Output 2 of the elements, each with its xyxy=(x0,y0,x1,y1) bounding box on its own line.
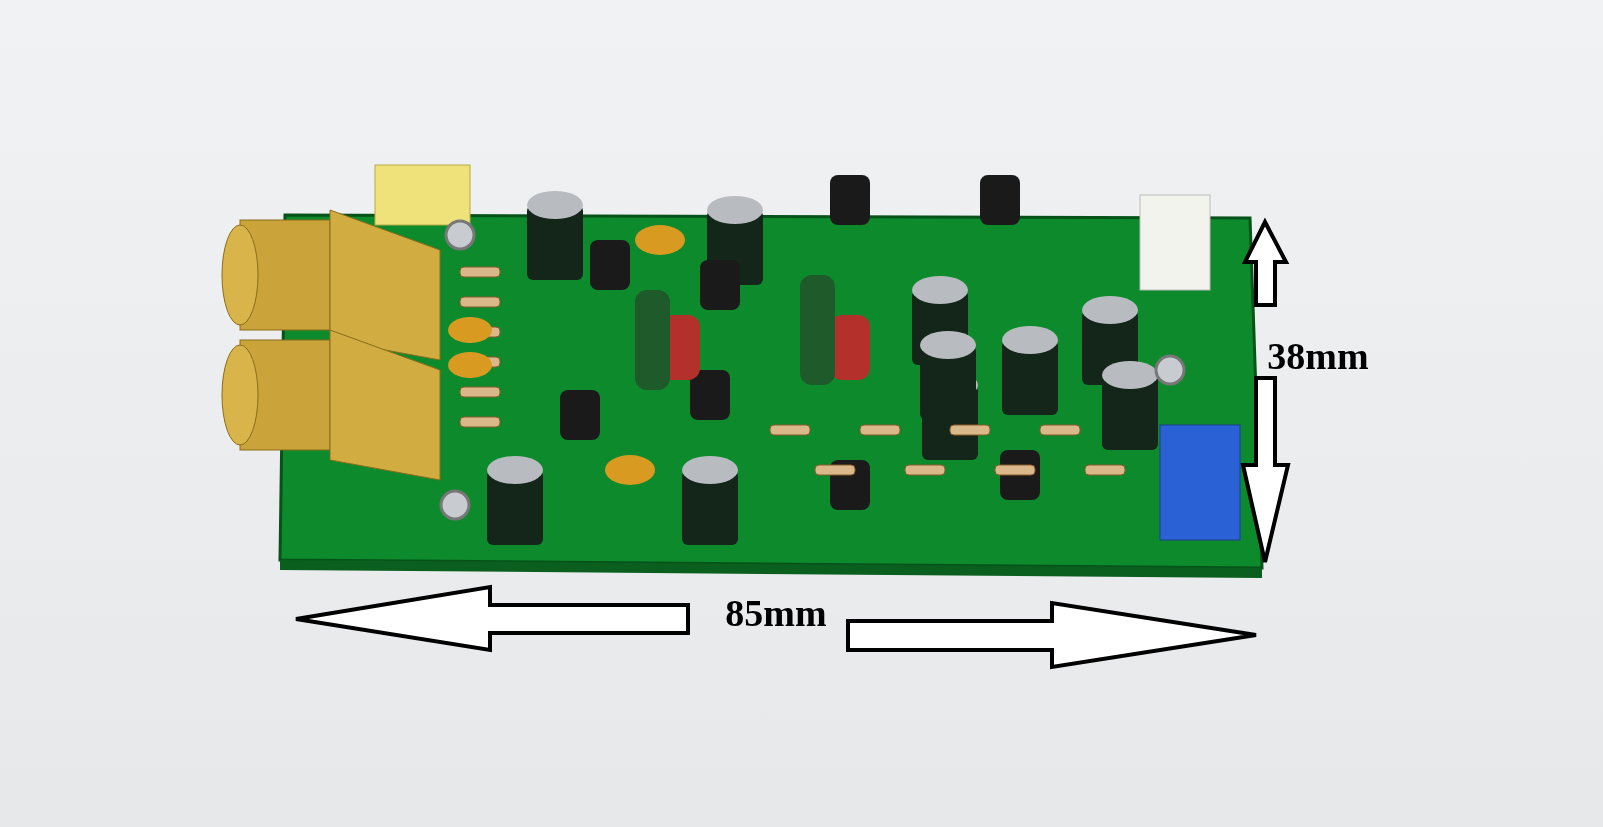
dimension-label: 38mm xyxy=(1267,337,1369,375)
dimension-label: 85mm xyxy=(725,594,827,632)
